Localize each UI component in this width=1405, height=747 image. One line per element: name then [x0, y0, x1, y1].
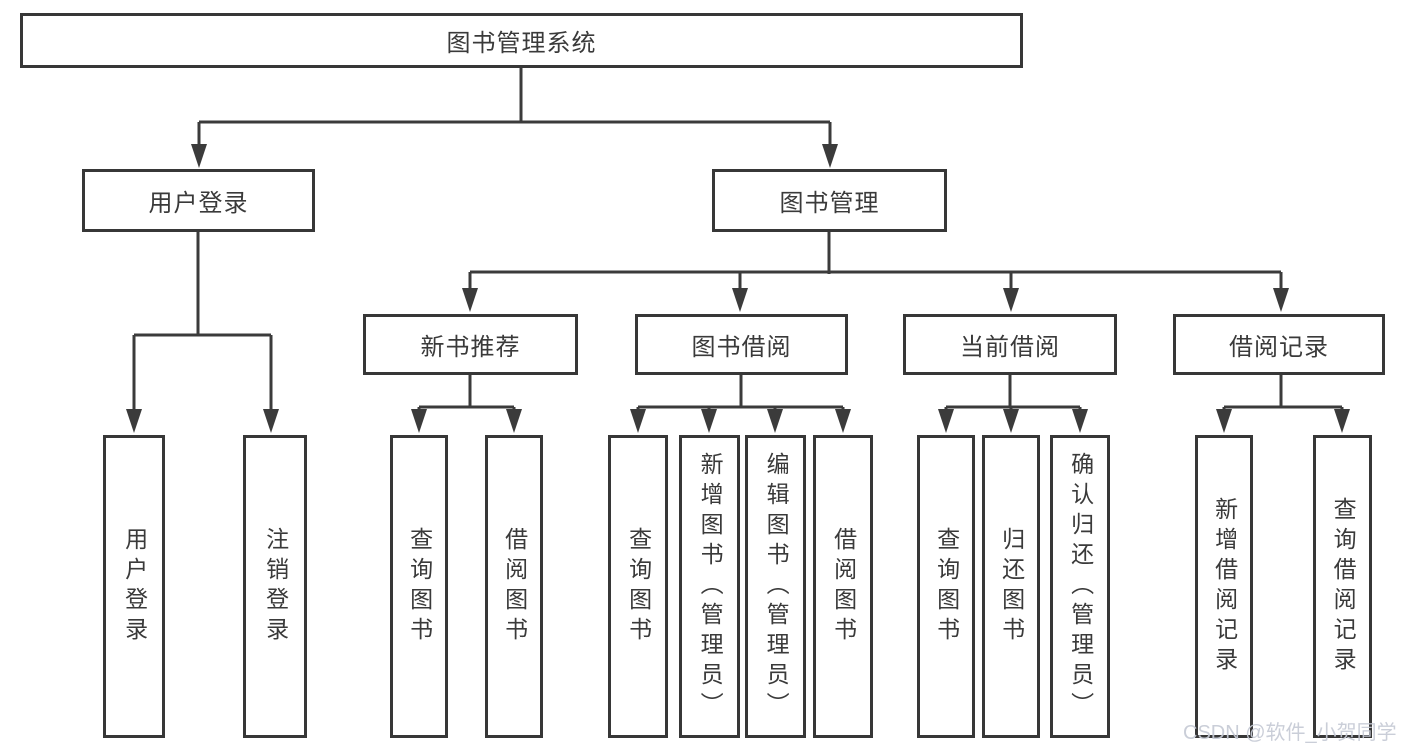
leaf-query-books-recommendation: 查询图书 [390, 435, 448, 738]
node-label: 查询图书 [406, 526, 433, 647]
leaf-edit-books-admin: 编辑图书（管理员） [745, 435, 806, 738]
node-new-book-recommendation: 新书推荐 [363, 314, 578, 375]
leaf-borrow-books-borrowing: 借阅图书 [813, 435, 873, 738]
node-label: 图书借阅 [691, 334, 792, 361]
node-label: 注销登录 [262, 526, 289, 647]
node-label: 编辑图书（管理员） [763, 451, 790, 722]
leaf-query-books-borrowing: 查询图书 [608, 435, 668, 738]
connector-root-to-level2 [191, 68, 838, 168]
node-label: 查询图书 [625, 526, 652, 647]
node-book-management: 图书管理 [712, 169, 947, 232]
node-label: 借阅记录 [1229, 334, 1329, 361]
node-label: 确认归还（管理员） [1067, 451, 1094, 722]
node-label: 新增图书（管理员） [697, 451, 724, 722]
node-label: 当前借阅 [960, 334, 1060, 361]
leaf-query-books-current: 查询图书 [917, 435, 975, 738]
connector-records-to-leaves [1216, 375, 1350, 433]
node-label: 图书管理系统 [446, 30, 597, 57]
node-root-book-management-system: 图书管理系统 [20, 13, 1023, 68]
connector-currentborrow-to-leaves [938, 375, 1088, 433]
node-label: 新增借阅记录 [1211, 496, 1238, 677]
node-label: 查询借阅记录 [1330, 496, 1357, 677]
node-borrowing-records: 借阅记录 [1173, 314, 1385, 375]
leaf-borrow-books-recommendation: 借阅图书 [485, 435, 543, 738]
connector-userlogin-to-leaves [126, 232, 279, 433]
leaf-logout: 注销登录 [243, 435, 307, 738]
node-label: 借阅图书 [501, 526, 528, 647]
node-label: 查询图书 [933, 526, 960, 647]
node-label: 用户登录 [121, 526, 148, 647]
leaf-query-borrow-record: 查询借阅记录 [1313, 435, 1372, 738]
node-label: 用户登录 [148, 190, 249, 217]
node-book-borrowing: 图书借阅 [635, 314, 848, 375]
connector-newbookrec-to-leaves [411, 375, 522, 433]
node-label: 借阅图书 [830, 526, 857, 647]
node-label: 图书管理 [779, 190, 880, 217]
leaf-add-borrow-record: 新增借阅记录 [1195, 435, 1253, 738]
csdn-watermark: CSDN @软件_小贺同学 [1183, 722, 1397, 744]
leaf-user-login: 用户登录 [103, 435, 165, 738]
node-current-borrowing: 当前借阅 [903, 314, 1117, 375]
leaf-confirm-return-admin: 确认归还（管理员） [1050, 435, 1110, 738]
node-user-login-branch: 用户登录 [82, 169, 315, 232]
connector-bookborrow-to-leaves [630, 375, 851, 433]
leaf-return-books: 归还图书 [982, 435, 1040, 738]
leaf-add-books-admin: 新增图书（管理员） [679, 435, 740, 738]
node-label: 新书推荐 [420, 334, 521, 361]
connector-bookmgmt-to-level3 [462, 232, 1289, 312]
node-label: 归还图书 [998, 526, 1025, 647]
